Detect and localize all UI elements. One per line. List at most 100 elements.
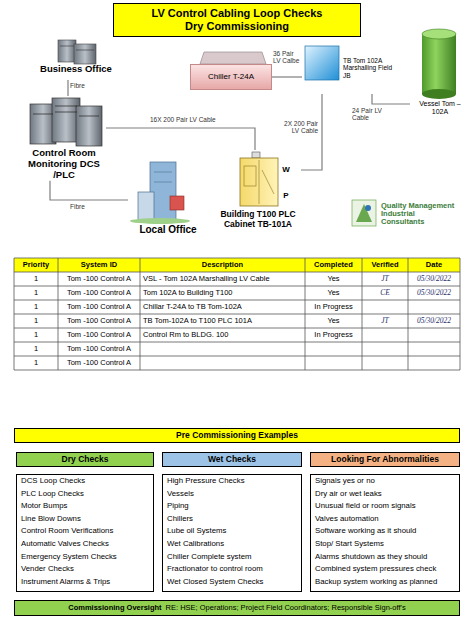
table-cell: Tom -100 Control A [58, 342, 140, 356]
equipment-box: Chiller T-24A [190, 64, 272, 90]
list-item: Control Room Verifications [21, 525, 151, 538]
table-cell: Yes [305, 286, 362, 300]
cable-label: Fibre [70, 82, 96, 89]
table-cell: 05/30/2022 [408, 272, 460, 286]
cable-line [50, 181, 128, 200]
node-text: TB Tom 102A Marshalling Field JB [343, 57, 398, 79]
cable-line [106, 128, 255, 150]
grid-line [14, 286, 460, 287]
logo-dot [365, 205, 371, 211]
node-text: Dry Checks [19, 455, 151, 465]
logo-frame [352, 200, 376, 226]
roof-sign [170, 196, 184, 210]
server-slot [60, 46, 74, 47]
logo-icon [352, 200, 376, 226]
server-slot [33, 114, 53, 115]
table-cell: In Progress [305, 300, 362, 314]
window-row [154, 182, 172, 183]
grid-line [14, 272, 460, 273]
list-item: Dry air or wet leaks [315, 488, 457, 501]
server-box [74, 44, 96, 64]
table-cell: Tom -100 Control A [58, 314, 140, 328]
server-slot [76, 50, 94, 51]
table-cell: Yes [305, 314, 362, 328]
table-header: Verified [362, 258, 408, 272]
cabinet-hatch [262, 170, 274, 194]
logo-figure [356, 204, 372, 222]
table-cell: 1 [14, 272, 58, 286]
list-item: Line Blow Downs [21, 513, 151, 526]
list-item: Stop/ Start Systems [315, 538, 457, 551]
node-text: Dry Commissioning [116, 20, 358, 33]
cable-line [372, 94, 410, 104]
cable-line [67, 80, 68, 96]
low-building [138, 192, 154, 220]
list-item: Instrument Alarms & Trips [21, 576, 151, 589]
list-item: Wet Closed System Checks [167, 576, 299, 589]
table-cell: JT [362, 272, 408, 286]
table-cell: Control Rm to BLDG. 100 [140, 328, 305, 342]
grid-line [460, 258, 461, 370]
table-cell: 1 [14, 342, 58, 356]
check-list: Signals yes or noDry air or wet leaksUnu… [310, 474, 460, 592]
office-building-icon [130, 162, 190, 224]
table-cell: VSL - Tom 102A Marshalling LV Cable [140, 272, 305, 286]
grid-line [14, 342, 460, 343]
table-cell: Tom -100 Control A [58, 272, 140, 286]
cable-label: Fibre [70, 203, 96, 210]
column-header: Wet Checks [162, 452, 302, 467]
table-cell: Tom -100 Control A [58, 356, 140, 370]
node-text: LV Control Cabling Loop Checks [116, 7, 358, 20]
vessel-body [422, 34, 456, 94]
table-cell: 05/30/2022 [408, 314, 460, 328]
table-cell: TB Tom-102A to T100 PLC 101A [140, 314, 305, 328]
table-header: Priority [14, 258, 58, 272]
vessel-cylinder [422, 29, 456, 99]
table-grid [14, 258, 460, 370]
ground-patch [130, 218, 190, 224]
grid-line [14, 314, 460, 315]
cable-label: 36 Pair LV Calbe [273, 50, 302, 64]
grid-line [14, 300, 460, 301]
junction-box [305, 46, 339, 80]
grid-line [14, 356, 460, 357]
list-item: Chillers [167, 513, 299, 526]
column-header: Dry Checks [16, 452, 154, 467]
check-list: High Pressure ChecksVesselsPipingChiller… [162, 474, 302, 592]
cable-label: 2X 200 Pair LV Cable [276, 120, 318, 134]
node-text: Control Room Monitoring DCS /PLC [24, 148, 104, 181]
cable-gland [252, 152, 260, 158]
list-item: Vender Checks [21, 563, 151, 576]
grid-line [14, 370, 460, 371]
section-band: Pre Commissioning Examples [14, 428, 460, 443]
server-tower [76, 106, 102, 146]
list-item: Combined system pressures check [315, 563, 457, 576]
node-text: Local Office [130, 224, 206, 236]
list-item: Wet Calibrations [167, 538, 299, 551]
list-item: Alarms shutdown as they should [315, 551, 457, 564]
list-item: PLC Loop Checks [21, 488, 151, 501]
node-text: Wet Checks [165, 455, 299, 465]
node-text: Commissioning Oversight [68, 604, 161, 613]
server-slot [55, 106, 77, 107]
table-cell: 05/30/2022 [408, 286, 460, 300]
table-cell: Tom -100 Control A [58, 328, 140, 342]
office-node: Local Office [128, 158, 208, 238]
cable-label: 24 Pair LV Cable [352, 107, 392, 121]
node-text: Looking For Abnormalities [313, 455, 457, 465]
server-icon [58, 40, 96, 64]
list-item: Emergency System Checks [21, 551, 151, 564]
table-cell: Tom -100 Control A [58, 286, 140, 300]
window-row [154, 172, 172, 173]
list-item: Piping [167, 500, 299, 513]
node-text: Chiller T-24A [193, 72, 269, 81]
cabinet-body [240, 158, 278, 206]
logo-text: Quality Management Industrial Consultant… [378, 200, 460, 228]
list-item: Automatic Valves Checks [21, 538, 151, 551]
table-cell: 1 [14, 356, 58, 370]
grid-line [14, 328, 460, 329]
list-item: High Pressure Checks [167, 475, 299, 488]
table-header: Date [408, 258, 460, 272]
cabinet-panel [244, 166, 256, 186]
server-rack-icon [30, 98, 102, 146]
